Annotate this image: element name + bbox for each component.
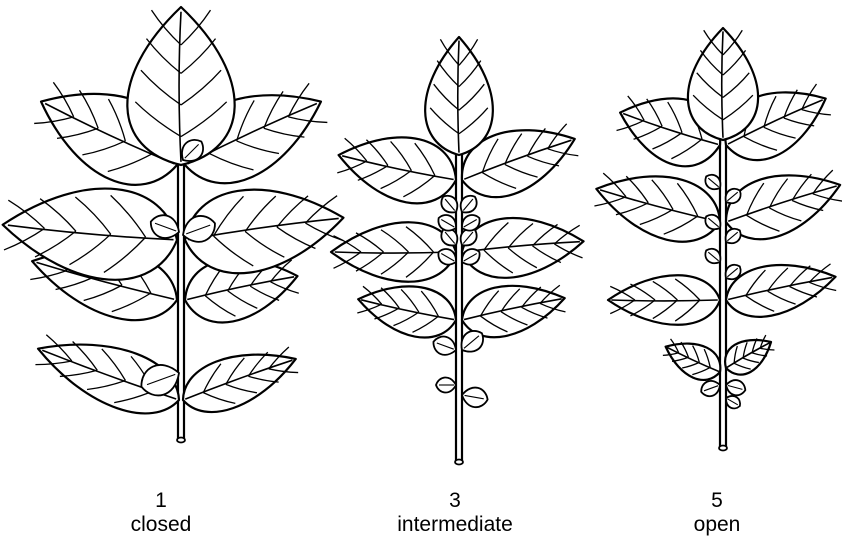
leaf-pair-1-left	[353, 275, 461, 344]
leaf-outline	[588, 159, 728, 252]
leaf-terminal	[688, 28, 758, 140]
leaf-terminal	[425, 37, 493, 155]
leaf-terminal	[127, 7, 234, 165]
label-intermediate: intermediate	[355, 513, 555, 537]
leaf-pair-1-right	[718, 328, 779, 381]
label-open: open	[617, 513, 817, 537]
caption-intermediate: 3 intermediate	[355, 489, 555, 537]
leaf-figure-closed	[0, 7, 349, 443]
leaf-pair-3-left	[588, 159, 728, 252]
caption-closed: 1 closed	[61, 489, 261, 537]
score-closed: 1	[61, 489, 261, 513]
leaf-pair-2-right	[721, 252, 841, 324]
leaf-outline	[175, 336, 305, 424]
leaf-pair-1-right	[175, 336, 305, 424]
score-open: 5	[617, 489, 817, 513]
leaf-pair-2-left	[331, 222, 456, 281]
leaflet	[456, 192, 480, 217]
leaflet	[436, 377, 456, 392]
leaflet	[724, 378, 747, 398]
midrib	[611, 300, 717, 301]
stem-cut	[177, 438, 185, 443]
leaflet	[460, 385, 489, 409]
leaf-figure-intermediate	[331, 37, 586, 465]
leaf-outline	[127, 7, 234, 165]
stem-cut	[455, 460, 463, 465]
leaf-pair-1-left	[659, 332, 727, 387]
leaf-figure-open	[588, 28, 842, 451]
leaf-pair-2-left	[608, 275, 720, 325]
stem-cut	[719, 446, 727, 451]
label-closed: closed	[61, 513, 261, 537]
score-intermediate: 3	[355, 489, 555, 513]
caption-open: 5 open	[617, 489, 817, 537]
leaf-outline	[721, 252, 841, 324]
stem	[455, 140, 463, 465]
